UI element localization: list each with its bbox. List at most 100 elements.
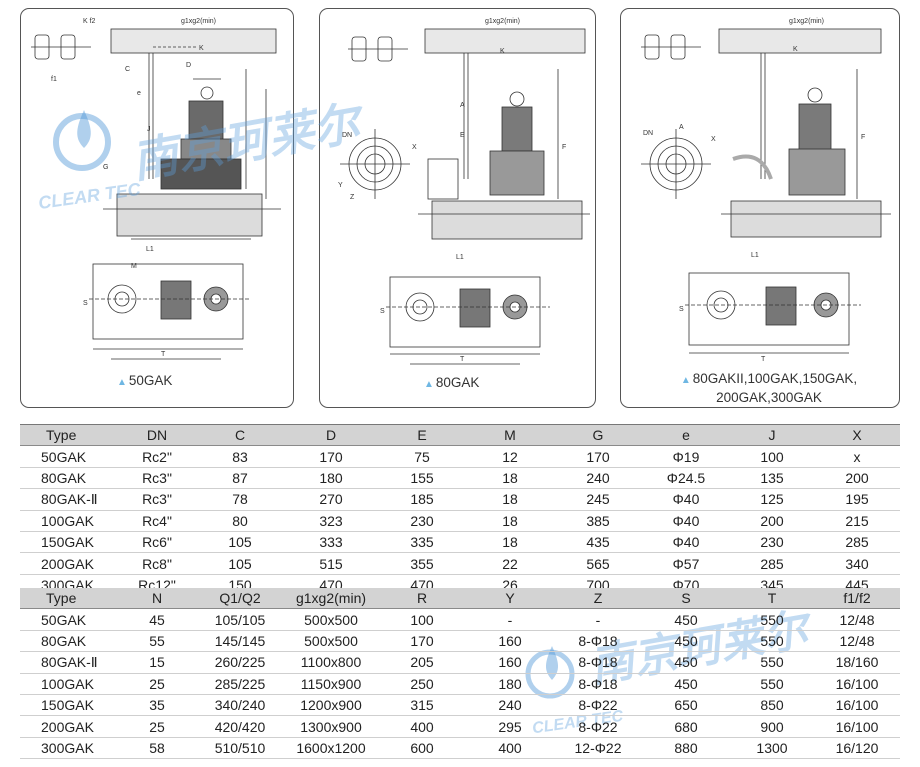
- column-header: Y: [466, 588, 554, 610]
- table-cell: 135: [730, 467, 814, 490]
- label-l1: L1: [456, 254, 464, 261]
- table-cell: 200GAK: [20, 715, 118, 738]
- label-t: T: [761, 356, 766, 363]
- table-cell: 680: [642, 715, 730, 738]
- table-cell: 200GAK: [20, 552, 118, 575]
- table-cell: Rc8": [118, 552, 196, 575]
- table-cell: 650: [642, 694, 730, 717]
- column-header: M: [466, 425, 554, 447]
- table-cell: 900: [730, 715, 814, 738]
- column-header: f1/f2: [814, 588, 900, 610]
- table-cell: 125: [730, 488, 814, 511]
- table-cell: 150GAK: [20, 694, 118, 717]
- column-header: T: [730, 588, 814, 610]
- table-cell: 12/48: [814, 608, 900, 631]
- table-cell: 16/100: [814, 673, 900, 695]
- table-cell: 55: [118, 630, 196, 653]
- table-cell: 420/420: [196, 715, 284, 738]
- table-cell: 205: [378, 651, 466, 674]
- table-cell: 16/100: [814, 694, 900, 717]
- table-cell: Φ40: [642, 510, 730, 532]
- label-dn: DN: [342, 132, 352, 139]
- label-a: A: [679, 124, 684, 131]
- column-header: e: [642, 425, 730, 447]
- table-cell: 340: [814, 552, 900, 575]
- table-cell: 8-Φ18: [554, 630, 642, 653]
- table-cell: 18: [466, 488, 554, 511]
- table-cell: 80GAK: [20, 630, 118, 653]
- table-cell: 355: [378, 552, 466, 575]
- table-cell: Rc4": [118, 510, 196, 532]
- table-cell: 450: [642, 608, 730, 631]
- label-c: C: [125, 66, 130, 73]
- label-m: M: [131, 263, 137, 270]
- table-cell: 450: [642, 630, 730, 653]
- column-header: J: [730, 425, 814, 447]
- table-cell: Rc2": [118, 445, 196, 468]
- pump-installation-drawing: g1xg2(min) K DN A X F L1 S T: [641, 18, 891, 363]
- column-header: Q1/Q2: [196, 588, 284, 610]
- table-cell: 8-Φ18: [554, 651, 642, 674]
- table-cell: 155: [378, 467, 466, 490]
- table-cell: 270: [284, 488, 378, 511]
- table-cell: 8-Φ18: [554, 673, 642, 695]
- table-cell: 150GAK: [20, 531, 118, 554]
- label-f: F: [861, 134, 865, 141]
- table-cell: 200: [730, 510, 814, 532]
- table-cell: 240: [554, 467, 642, 490]
- table-cell: 285/225: [196, 673, 284, 695]
- table-cell: 25: [118, 715, 196, 738]
- label-j: J: [147, 126, 151, 133]
- triangle-icon: ▲: [680, 375, 691, 386]
- column-header: E: [378, 425, 466, 447]
- table-cell: 35: [118, 694, 196, 717]
- label-g1g2: g1xg2(min): [789, 18, 824, 25]
- label-l1: L1: [146, 246, 154, 253]
- table-cell: 87: [196, 467, 284, 490]
- table-cell: 45: [118, 608, 196, 631]
- table-cell: 100GAK: [20, 510, 118, 532]
- table-cell: 450: [642, 651, 730, 674]
- label-g: G: [103, 164, 108, 171]
- column-header: S: [642, 588, 730, 610]
- table-cell: 260/225: [196, 651, 284, 674]
- table-cell: 230: [730, 531, 814, 554]
- table-cell: 15: [118, 651, 196, 674]
- table-cell: 1300: [730, 737, 814, 760]
- column-header: R: [378, 588, 466, 610]
- table-cell: Rc3": [118, 467, 196, 490]
- column-header: X: [814, 425, 900, 447]
- table-cell: -: [466, 608, 554, 631]
- label-g1g2: g1xg2(min): [485, 18, 520, 25]
- table-cell: 180: [466, 673, 554, 695]
- table-cell: 550: [730, 630, 814, 653]
- label-e: e: [137, 90, 141, 97]
- table-cell: 18/160: [814, 651, 900, 674]
- pump-installation-drawing: g1xg2(min) K A DN X Y Z F L1 S T E: [338, 18, 590, 365]
- table-cell: 1300x900: [284, 715, 378, 738]
- table-cell: 850: [730, 694, 814, 717]
- label-z: Z: [350, 194, 355, 201]
- label-a: A: [460, 102, 465, 109]
- table-cell: 105: [196, 531, 284, 554]
- table-cell: Rc3": [118, 488, 196, 511]
- table-cell: 16/100: [814, 715, 900, 738]
- table-cell: 1200x900: [284, 694, 378, 717]
- panel-caption: ▲80GAK: [424, 375, 480, 390]
- label-dn: DN: [643, 130, 653, 137]
- label-x: X: [412, 144, 417, 151]
- table-cell: Φ19: [642, 445, 730, 468]
- table-cell: 50GAK: [20, 445, 118, 468]
- table-cell: 1150x900: [284, 673, 378, 695]
- table-cell: 340/240: [196, 694, 284, 717]
